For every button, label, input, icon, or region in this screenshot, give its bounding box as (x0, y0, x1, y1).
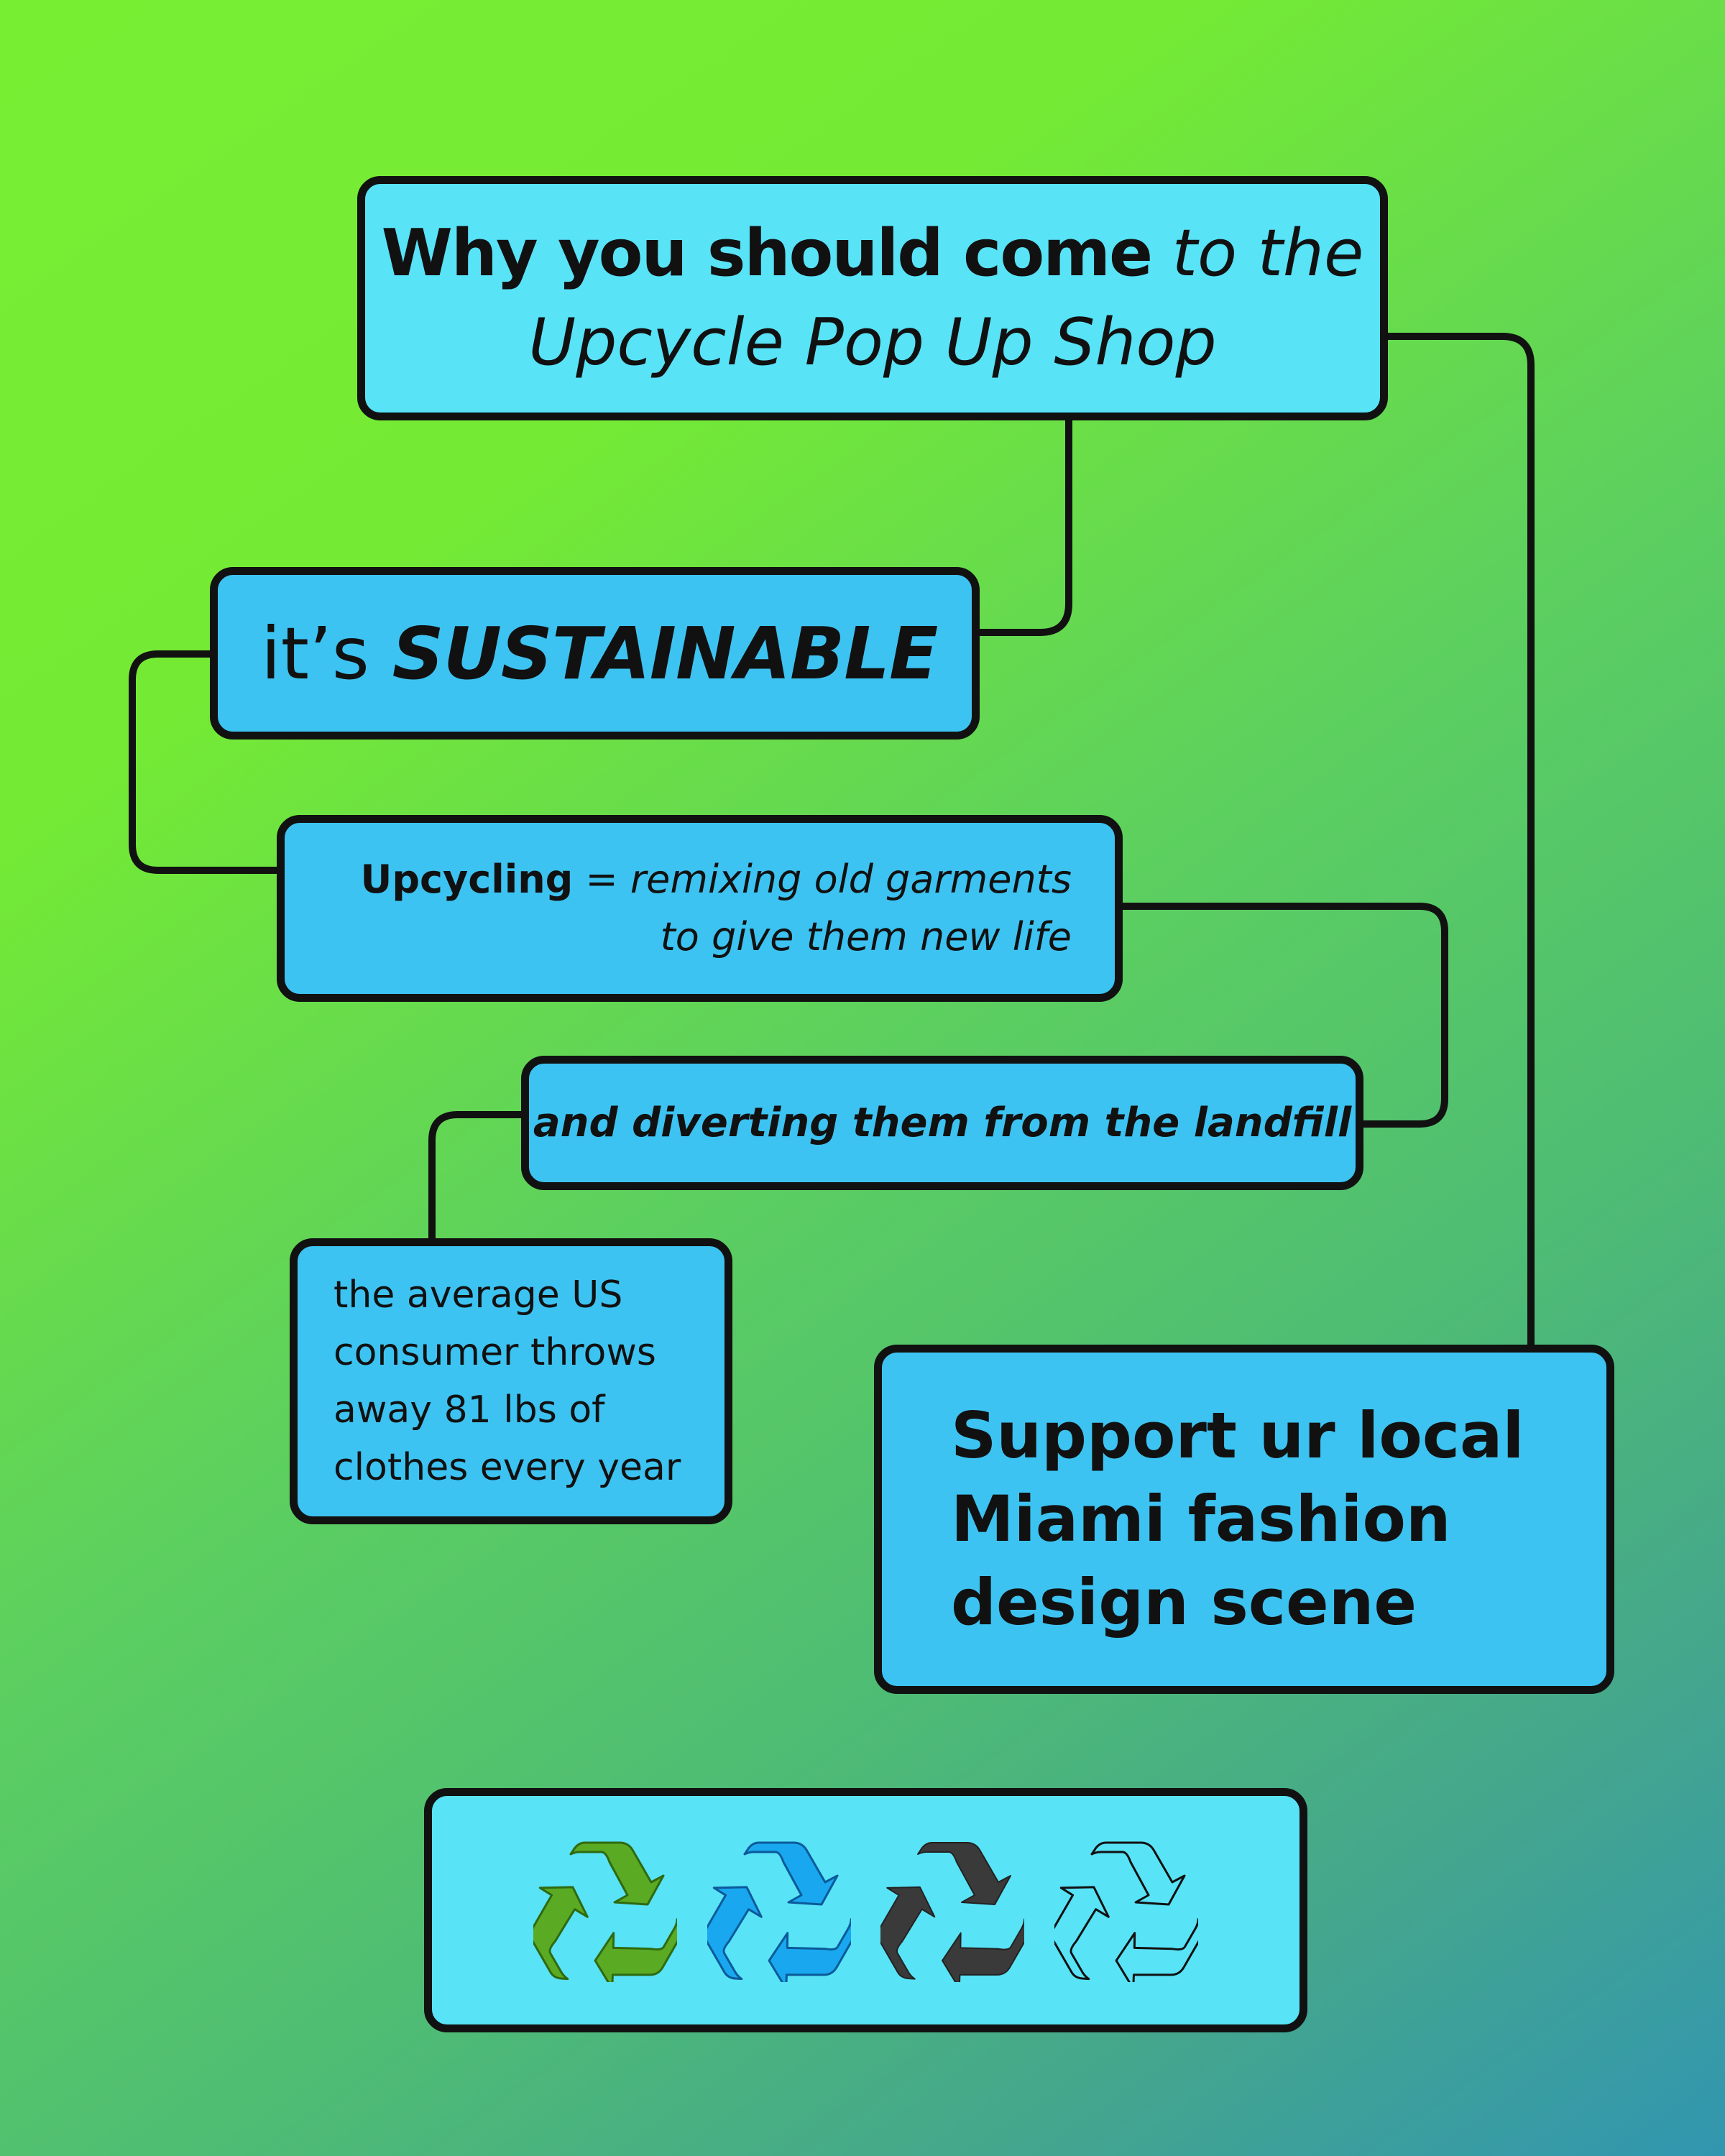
upcycling-definition-box: Upcycling = remixing old garments to giv… (277, 815, 1123, 1002)
stat-box: the average US consumer throws away 81 l… (290, 1238, 732, 1524)
upcycling-term: Upcycling (360, 857, 574, 902)
recycle-icon-green (533, 1841, 678, 1982)
sustainable-prefix: it’s (261, 611, 392, 696)
connector-sustainable-to-upcycling (129, 650, 280, 874)
connector-upcycling-to-diverting (1119, 903, 1448, 1128)
sustainable-line: it’s SUSTAINABLE (261, 612, 972, 696)
stat-line: clothes every year (334, 1446, 681, 1489)
title-line-1: Why you should come to the (382, 209, 1364, 298)
stat-line: the average US (334, 1273, 623, 1317)
support-box: Support ur local Miami fashion design sc… (874, 1345, 1614, 1694)
title-box: Why you should come to the Upcycle Pop U… (357, 176, 1388, 420)
title-bold-text: Why you should come (381, 216, 1153, 291)
upcycling-definition-2: to give them new life (660, 914, 1072, 959)
diverting-text: and diverting them from the landfill (533, 1100, 1352, 1146)
support-line: design scene (951, 1565, 1417, 1639)
diverting-box: and diverting them from the landfill (521, 1056, 1363, 1190)
title-italic-text: to the (1151, 216, 1364, 291)
sustainable-box: it’s SUSTAINABLE (210, 567, 980, 740)
recycle-icon-outline (1054, 1841, 1198, 1982)
sustainable-emphasis: SUSTAINABLE (392, 611, 939, 696)
upcycling-definition-1: = remixing old garments (573, 857, 1072, 902)
upcycling-line-2: to give them new life (661, 908, 1072, 966)
stat-line: away 81 lbs of (334, 1388, 605, 1432)
connector-diverting-to-stat (428, 1111, 525, 1242)
title-line-2: Upcycle Pop Up Shop (528, 305, 1217, 380)
support-line: Miami fashion (951, 1482, 1451, 1556)
upcycling-line-1: Upcycling = remixing old garments (361, 851, 1072, 908)
support-line: Support ur local (951, 1399, 1524, 1473)
recycle-icons-box (424, 1788, 1307, 2032)
recycle-icon-dark (880, 1842, 1025, 1982)
stat-line: consumer throws (334, 1331, 656, 1374)
connector-title-to-sustainable (976, 417, 1072, 636)
recycle-icon-blue (707, 1841, 851, 1982)
connector-title-to-support (1384, 333, 1535, 1348)
